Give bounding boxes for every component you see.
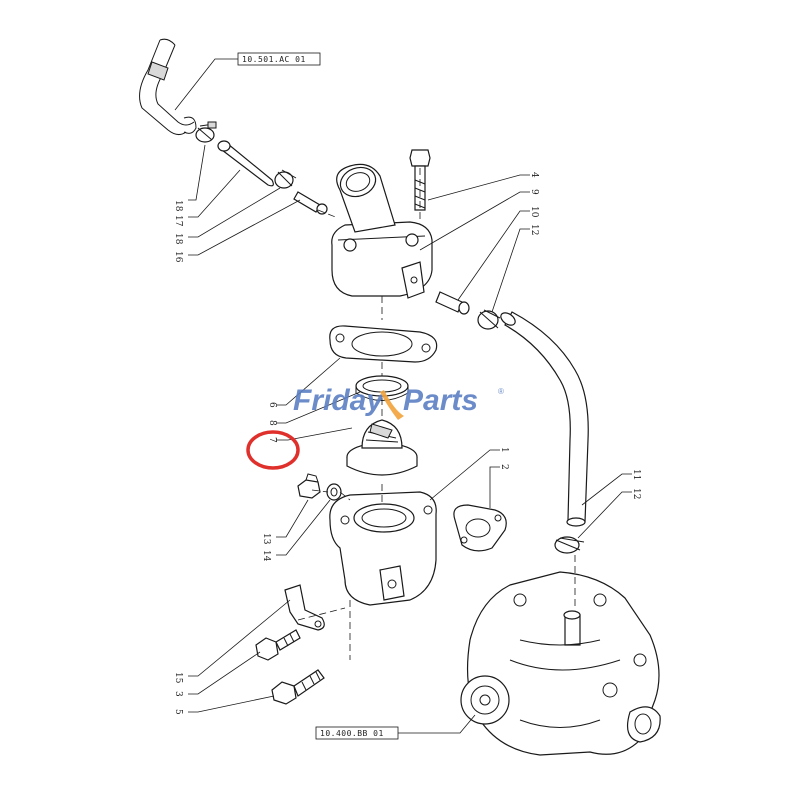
callout-5[interactable]: 5 <box>173 709 183 715</box>
housing-bolt-lower[interactable] <box>271 669 325 705</box>
thermostat-gasket-upper[interactable] <box>329 325 438 363</box>
thermostat-housing-lower[interactable] <box>329 491 437 606</box>
water-pump[interactable] <box>460 571 661 756</box>
hose-clamp-right-lower[interactable] <box>554 536 585 554</box>
callout-16[interactable]: 16 <box>173 251 183 263</box>
callout-17[interactable]: 17 <box>173 215 183 227</box>
reference-box-bottom[interactable]: 10.400.BB 01 <box>315 714 476 740</box>
reference-label-top: 10.501.AC 01 <box>242 55 306 64</box>
callout-12-lower[interactable]: 12 <box>631 488 641 499</box>
callout-18-lower[interactable]: 18 <box>173 233 183 245</box>
callout-10[interactable]: 10 <box>529 206 539 218</box>
callout-2[interactable]: 2 <box>499 464 509 470</box>
radiator-hose[interactable] <box>499 310 589 527</box>
thermostat-outlet-housing[interactable] <box>331 163 433 299</box>
leader-lines-left <box>188 144 361 713</box>
callout-13[interactable]: 13 <box>261 533 271 545</box>
callout-4[interactable]: 4 <box>529 172 539 178</box>
plug-washer[interactable] <box>326 483 342 501</box>
reference-label-bottom: 10.400.BB 01 <box>320 729 384 738</box>
connector-pipe[interactable] <box>217 140 274 187</box>
watermark-friday: Friday <box>293 384 384 417</box>
watermark-parts: Parts <box>403 384 478 417</box>
hose-fitting[interactable] <box>293 191 328 215</box>
housing-bolt-short[interactable] <box>255 629 301 661</box>
callout-numbers-right: 4 9 10 12 1 2 11 12 <box>499 172 641 499</box>
callout-7[interactable]: 7 <box>267 437 277 443</box>
callout-15[interactable]: 15 <box>173 672 183 684</box>
watermark-logo: Friday Parts ® <box>293 384 504 420</box>
hose-clamp-middle[interactable] <box>274 169 297 189</box>
hose-clamp-upper[interactable] <box>195 121 217 143</box>
callout-12-upper[interactable]: 12 <box>529 224 539 235</box>
hose-clamp-right-upper[interactable] <box>477 309 501 330</box>
callout-numbers-left: 18 17 18 16 6 8 7 13 14 15 3 5 <box>173 200 277 715</box>
callout-3[interactable]: 3 <box>173 691 183 697</box>
watermark-trademark: ® <box>498 387 504 396</box>
drain-plug[interactable] <box>297 473 321 499</box>
callout-6[interactable]: 6 <box>267 402 277 408</box>
watermark-swoosh-icon <box>380 390 404 420</box>
assembly-center-lines <box>297 168 576 660</box>
bypass-hose-pipe[interactable] <box>139 38 197 136</box>
outlet-gasket-lower[interactable] <box>453 504 507 552</box>
callout-14[interactable]: 14 <box>261 550 271 562</box>
reference-box-top[interactable]: 10.501.AC 01 <box>174 52 321 111</box>
callout-9[interactable]: 9 <box>529 189 539 195</box>
thermostat[interactable] <box>346 419 418 476</box>
callout-11[interactable]: 11 <box>631 469 641 480</box>
callout-18-upper[interactable]: 18 <box>173 200 183 212</box>
callout-1[interactable]: 1 <box>499 447 509 453</box>
callout-8[interactable]: 8 <box>267 420 277 426</box>
outlet-fitting[interactable] <box>435 291 470 315</box>
highlight-circle <box>246 430 300 470</box>
mounting-bracket[interactable] <box>284 584 325 631</box>
leader-lines-right <box>419 174 632 539</box>
housing-bolt-long[interactable] <box>409 149 431 211</box>
